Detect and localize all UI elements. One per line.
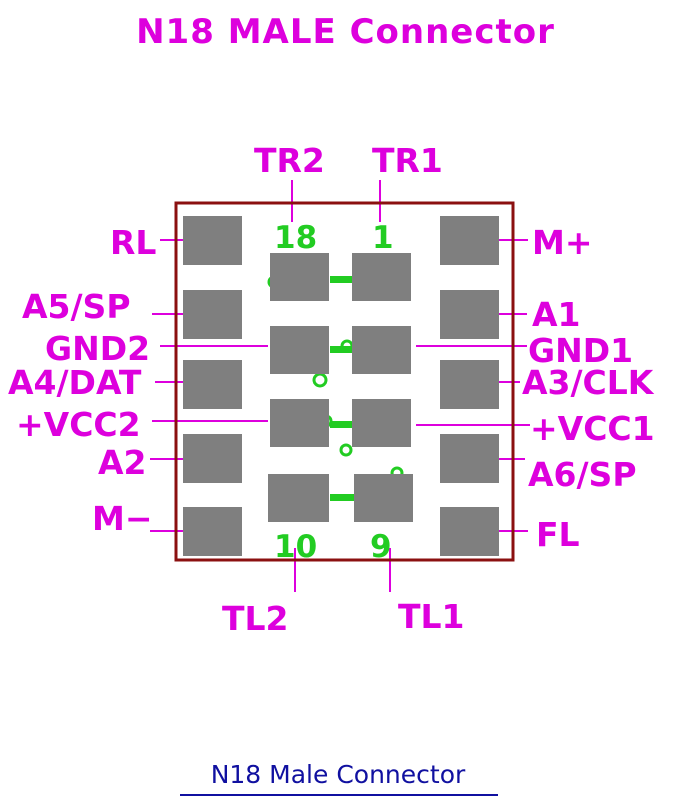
pin-number-10: 10 [274, 529, 317, 565]
pad-inner-l2 [270, 326, 329, 374]
pad-mplus [440, 216, 499, 265]
pad-a2 [183, 434, 242, 483]
trace-bridge-3 [330, 421, 352, 428]
pad-inner-l4 [268, 474, 329, 522]
pad-a1 [440, 290, 499, 339]
pad-inner-r4 [354, 474, 413, 522]
pad-inner-l1 [270, 253, 329, 301]
label-m-plus: M+ [532, 223, 593, 262]
label-vcc1: +VCC1 [530, 409, 655, 448]
label-gnd2: GND2 [45, 329, 150, 368]
connector-outline [174, 201, 515, 562]
label-vcc2: +VCC2 [16, 405, 141, 444]
label-gnd1: GND1 [528, 331, 633, 370]
pad-inner-r1 [352, 253, 411, 301]
pad-a6sp [440, 434, 499, 483]
label-tr1: TR1 [372, 141, 443, 180]
pad-fl [440, 507, 499, 556]
label-a1: A1 [532, 295, 581, 334]
label-fl: FL [536, 515, 580, 554]
trace-bridge-2 [330, 346, 352, 353]
label-m-minus: M− [92, 499, 153, 538]
pad-mminus [183, 507, 242, 556]
label-rl: RL [110, 223, 156, 262]
label-tr2: TR2 [254, 141, 325, 180]
trace-bridge-1 [330, 276, 352, 283]
label-a2: A2 [98, 443, 147, 482]
pad-inner-l3 [270, 399, 329, 447]
pad-inner-r2 [352, 326, 411, 374]
pin-number-18: 18 [274, 220, 317, 256]
label-tl1: TL1 [398, 597, 465, 636]
pad-a5sp [183, 290, 242, 339]
trace-bridge-4 [330, 494, 354, 501]
caption-underline [180, 794, 498, 796]
pad-rl [183, 216, 242, 265]
pin-number-1: 1 [372, 220, 394, 256]
diagram-title: N18 MALE Connector [136, 12, 555, 52]
label-a4dat: A4/DAT [8, 363, 142, 402]
via-5 [339, 443, 353, 457]
label-a6sp: A6/SP [528, 455, 637, 494]
label-a5sp: A5/SP [22, 287, 131, 326]
diagram-caption: N18 Male Connector [210, 760, 466, 789]
label-a3clk: A3/CLK [522, 363, 655, 402]
pin-number-9: 9 [370, 529, 392, 565]
label-tl2: TL2 [222, 599, 289, 638]
pad-a4dat [183, 360, 242, 409]
pad-inner-r3 [352, 399, 411, 447]
pad-a3clk [440, 360, 499, 409]
via-3 [312, 372, 328, 388]
